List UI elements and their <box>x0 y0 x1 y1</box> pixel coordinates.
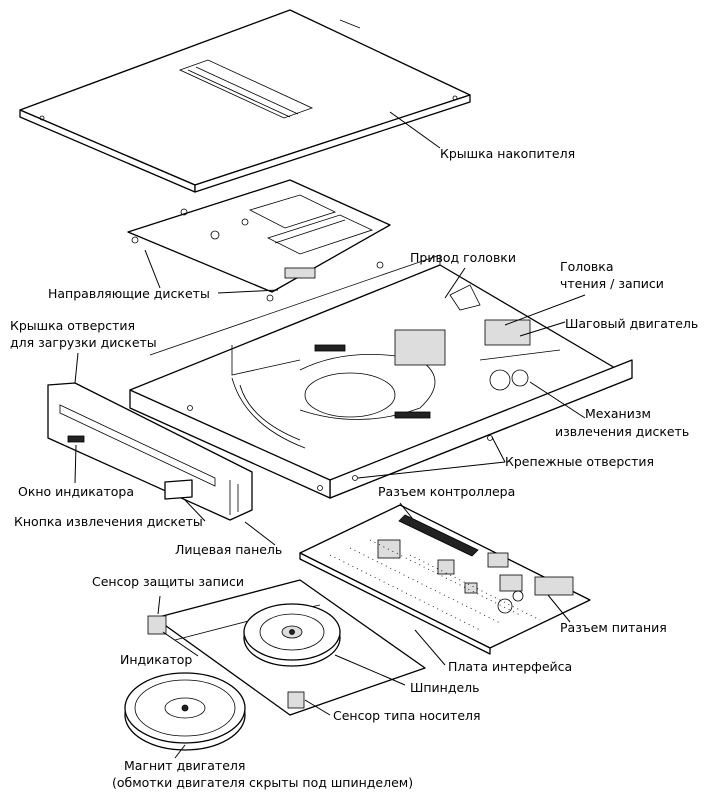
motor-magnet-part <box>124 672 246 751</box>
label-stepper-motor: Шаговый двигатель <box>565 316 698 331</box>
label-media-type-sensor: Сенсор типа носителя <box>333 708 481 723</box>
label-indicator: Индикатор <box>120 652 192 667</box>
label-front-panel: Лицевая панель <box>175 542 282 557</box>
label-motor-magnet-1: Магнит двигателя <box>124 758 245 773</box>
spindle-part <box>243 603 341 667</box>
label-cover: Крышка накопителя <box>440 146 575 161</box>
label-head-actuator: Привод головки <box>410 250 516 265</box>
label-write-protect-sensor: Сенсор защиты записи <box>92 574 244 589</box>
label-eject-button: Кнопка извлечения дискеты <box>14 514 203 529</box>
label-power-connector: Разъем питания <box>560 620 667 635</box>
label-load-door-1: Крышка отверстия <box>10 318 135 333</box>
label-spindle: Шпиндель <box>410 680 480 695</box>
label-load-door-2: для загрузки дискеты <box>10 335 157 350</box>
label-controller-connector: Разъем контроллера <box>378 484 515 499</box>
interface-board-part <box>299 504 591 655</box>
labels: Крышка накопителя Направляющие дискеты П… <box>10 146 698 790</box>
label-motor-magnet-2: (обмотки двигателя скрыты под шпинделем) <box>112 775 413 790</box>
label-rw-head-2: чтения / записи <box>560 276 664 291</box>
label-indicator-window: Окно индикатора <box>18 484 134 499</box>
label-rw-head-1: Головка <box>560 259 614 274</box>
label-eject-mech-2: извлечения дискеть <box>555 424 689 439</box>
label-mount-holes: Крепежные отверстия <box>505 454 654 469</box>
drive-cover-part <box>19 9 471 193</box>
label-eject-mech-1: Механизм <box>585 406 651 421</box>
disk-guides-part <box>127 179 391 302</box>
label-disk-guides: Направляющие дискеты <box>48 286 210 301</box>
label-interface-board: Плата интерфейса <box>448 659 572 674</box>
leader-lines <box>74 111 586 759</box>
lower-board-part <box>147 579 426 716</box>
